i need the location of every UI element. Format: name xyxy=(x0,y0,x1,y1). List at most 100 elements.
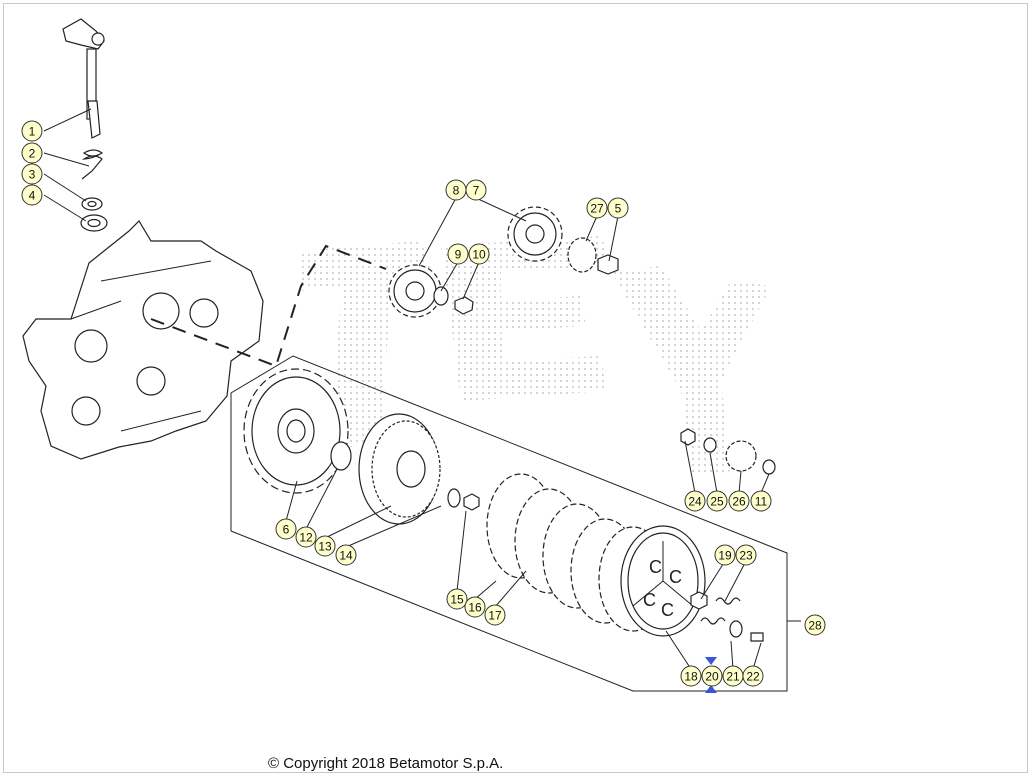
callout-label: 17 xyxy=(488,609,502,623)
part-callout-3[interactable]: 3 xyxy=(21,163,43,185)
part-callout-8[interactable]: 8 xyxy=(445,179,467,201)
leader-lines xyxy=(43,108,801,670)
svg-text:C: C xyxy=(669,567,682,587)
part-callout-7[interactable]: 7 xyxy=(465,179,487,201)
callout-label: 27 xyxy=(590,202,604,216)
part-callout-10[interactable]: 10 xyxy=(468,243,490,265)
callout-circle xyxy=(607,197,629,219)
callout-circle xyxy=(465,179,487,201)
part-callout-23[interactable]: 23 xyxy=(735,544,757,566)
callout-label: 16 xyxy=(468,601,482,615)
part-callout-17[interactable]: 17 xyxy=(484,604,506,626)
callout-label: 9 xyxy=(455,248,462,262)
callout-circle xyxy=(447,243,469,265)
part-callout-19[interactable]: 19 xyxy=(714,544,736,566)
callout-label: 11 xyxy=(755,495,768,509)
part-callout-5[interactable]: 5 xyxy=(607,197,629,219)
part-callout-1[interactable]: 1 xyxy=(21,120,43,142)
part-callout-4[interactable]: 4 xyxy=(21,184,43,206)
part-callout-16[interactable]: 16 xyxy=(464,596,486,618)
callout-circle xyxy=(21,184,43,206)
part-callout-27[interactable]: 27 xyxy=(586,197,608,219)
callout-label: 15 xyxy=(450,593,464,607)
part-callout-24[interactable]: 24 xyxy=(684,490,706,512)
callout-label: 28 xyxy=(808,619,822,633)
svg-text:C: C xyxy=(649,557,662,577)
clutch-inner-hub[interactable] xyxy=(358,413,480,525)
part-callout-12[interactable]: 12 xyxy=(295,526,317,548)
callout-circle xyxy=(314,535,336,557)
callout-label: 3 xyxy=(29,168,36,182)
callout-label: 7 xyxy=(473,184,480,198)
washer[interactable] xyxy=(81,197,103,211)
callout-label: 18 xyxy=(684,670,698,684)
callout-label: 2 xyxy=(29,147,36,161)
svg-text:C: C xyxy=(661,600,674,620)
part-callout-14[interactable]: 14 xyxy=(335,544,357,566)
callout-circle xyxy=(21,142,43,164)
part-callout-11[interactable]: 11 xyxy=(750,490,772,512)
part-callout-20[interactable]: 20 xyxy=(701,665,723,687)
copyright-notice: © Copyright 2018 Betamotor S.p.A. xyxy=(268,755,504,772)
callout-circle xyxy=(680,665,702,687)
part-callout-22[interactable]: 22 xyxy=(742,665,764,687)
callout-circle xyxy=(484,604,506,626)
oil-pump-gear-set[interactable] xyxy=(680,428,776,475)
callout-circle xyxy=(742,665,764,687)
callout-label: 1 xyxy=(29,125,36,139)
callout-circle xyxy=(706,490,728,512)
callout-circle xyxy=(464,596,486,618)
callout-circle xyxy=(750,490,772,512)
pressure-plate[interactable]: C C C C xyxy=(620,525,706,637)
clutch-basket[interactable] xyxy=(243,368,352,494)
return-spring[interactable] xyxy=(81,149,104,180)
callout-circle xyxy=(735,544,757,566)
clutch-lever-shaft[interactable] xyxy=(62,18,105,139)
callout-label: 6 xyxy=(283,523,290,537)
spring-bolt-set[interactable] xyxy=(690,591,764,642)
part-callout-9[interactable]: 9 xyxy=(447,243,469,265)
callout-circle xyxy=(684,490,706,512)
callout-label: 23 xyxy=(739,549,753,563)
part-callout-28[interactable]: 28 xyxy=(804,614,826,636)
svg-text:C: C xyxy=(643,590,656,610)
callout-circle xyxy=(21,120,43,142)
callout-label: 19 xyxy=(718,549,732,563)
callout-label: 13 xyxy=(318,540,332,554)
callout-circle xyxy=(804,614,826,636)
callout-label: 22 xyxy=(746,670,760,684)
callout-circle xyxy=(701,665,723,687)
callout-label: 8 xyxy=(453,184,460,198)
part-callout-13[interactable]: 13 xyxy=(314,535,336,557)
callout-label: 14 xyxy=(339,549,353,563)
callout-label: 25 xyxy=(710,495,724,509)
seal-ring[interactable] xyxy=(80,214,108,232)
callout-label: 21 xyxy=(726,670,740,684)
callout-circle xyxy=(714,544,736,566)
callout-label: 24 xyxy=(688,495,702,509)
part-callout-25[interactable]: 25 xyxy=(706,490,728,512)
callout-circle xyxy=(728,490,750,512)
part-callout-2[interactable]: 2 xyxy=(21,142,43,164)
shaft-axis-line xyxy=(150,244,387,368)
part-callout-6[interactable]: 6 xyxy=(275,518,297,540)
part-callout-15[interactable]: 15 xyxy=(446,588,468,610)
part-callout-26[interactable]: 26 xyxy=(728,490,750,512)
part-callout-21[interactable]: 21 xyxy=(722,665,744,687)
callout-circle xyxy=(468,243,490,265)
part-callout-18[interactable]: 18 xyxy=(680,665,702,687)
callout-circle xyxy=(275,518,297,540)
primary-gear[interactable] xyxy=(388,264,474,318)
watermark-dots xyxy=(301,236,771,476)
position-marker xyxy=(705,657,717,693)
crankcase-half[interactable] xyxy=(22,220,264,460)
callout-label: 5 xyxy=(615,202,622,216)
callout-label: 12 xyxy=(299,531,313,545)
callout-circle xyxy=(295,526,317,548)
pinion-gear[interactable] xyxy=(567,237,619,275)
intermediate-gear[interactable] xyxy=(507,206,563,262)
callout-label: 10 xyxy=(472,248,486,262)
callout-label: 4 xyxy=(29,189,36,203)
